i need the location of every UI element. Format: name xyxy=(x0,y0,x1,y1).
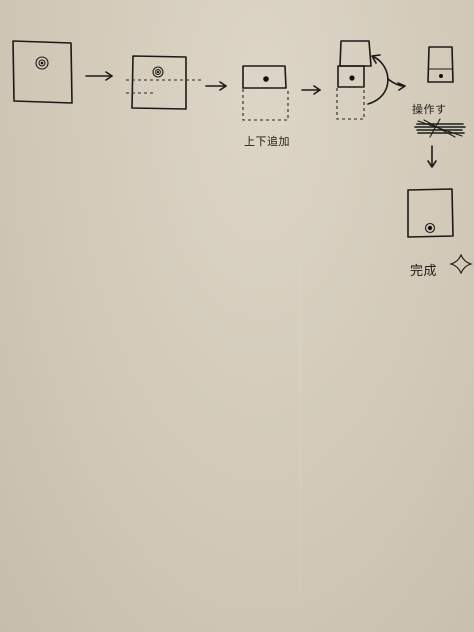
arrow-1 xyxy=(85,71,113,81)
paper-fold xyxy=(300,260,302,590)
scribble-crossout xyxy=(414,118,466,138)
arrow-2 xyxy=(205,81,227,91)
arrow-3 xyxy=(301,85,321,95)
done-caption: 完成 xyxy=(410,264,438,279)
arrow-4 xyxy=(387,78,406,91)
step4-stack xyxy=(336,40,389,120)
spiral-mark xyxy=(424,222,436,234)
dot-mark xyxy=(263,76,269,82)
step5-caption: 操作す xyxy=(412,103,447,116)
arrow-down xyxy=(427,145,437,168)
dot-mark xyxy=(439,74,443,78)
step1-square xyxy=(12,40,73,104)
curved-arrow xyxy=(367,54,389,105)
step2-square xyxy=(126,55,202,110)
step5-piece xyxy=(427,46,454,83)
sparkle-icon xyxy=(449,253,473,275)
spiral-mark xyxy=(152,66,164,78)
spiral-mark xyxy=(35,56,49,70)
step3-strip xyxy=(242,65,289,121)
final-square xyxy=(407,188,454,238)
dashed-extension xyxy=(242,89,289,121)
step3-caption: 上下追加 xyxy=(244,135,290,148)
dashed-extension xyxy=(336,88,365,120)
dot-mark xyxy=(349,75,355,81)
